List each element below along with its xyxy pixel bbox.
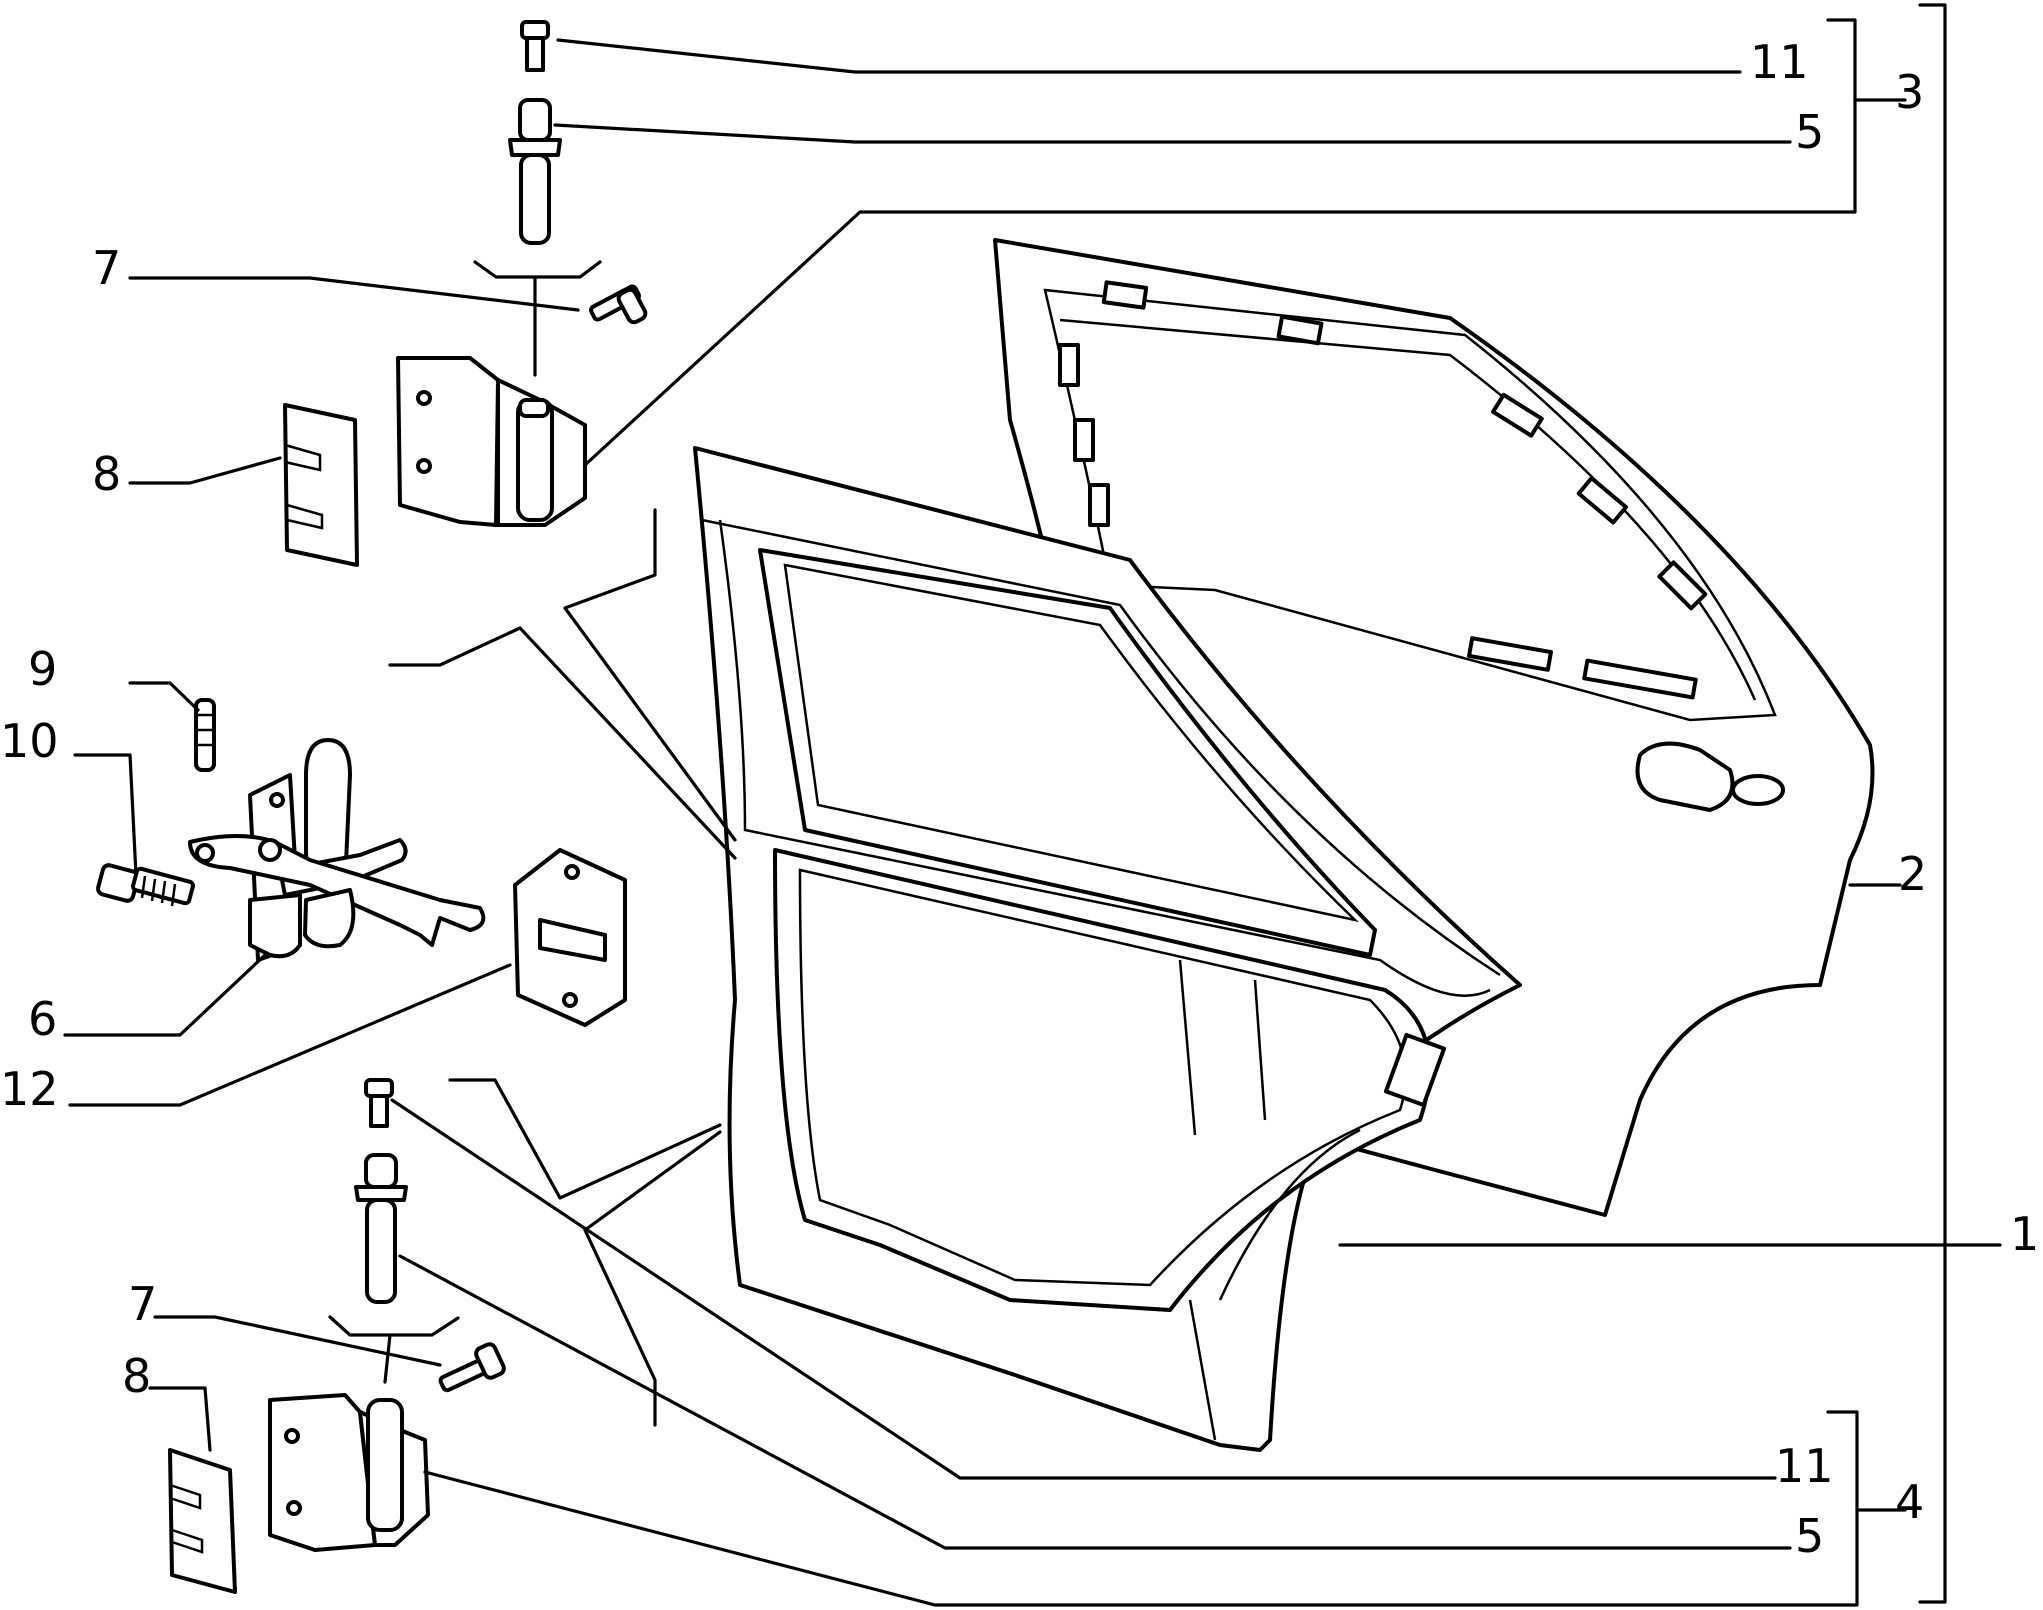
leader-11-top: [556, 38, 1742, 74]
leader-5-bot: [398, 1254, 1792, 1550]
bushing-9: [194, 698, 216, 772]
top-hinge-plate-8: [283, 403, 359, 567]
leader-7-top: [128, 276, 580, 312]
callout-1: 1: [2010, 1207, 2039, 1261]
callout-7-bot: 7: [128, 1277, 157, 1331]
striker-plate-12: [513, 848, 627, 1027]
inner-door-frame: [693, 446, 1522, 1452]
leader-5-top: [553, 123, 1792, 144]
callout-5-bot: 5: [1795, 1509, 1824, 1563]
leader-8-top: [128, 456, 282, 485]
callout-3: 3: [1895, 65, 1924, 119]
leader-11-bot: [390, 1098, 1777, 1480]
bottom-hinge-plate-8: [168, 1448, 237, 1594]
bottom-hinge-pin-5: [354, 1153, 408, 1304]
bottom-hinge-axis-line: [383, 1333, 392, 1384]
top-hinge-pin-5: [508, 98, 562, 245]
callout-8-top: 8: [92, 447, 121, 501]
callout-5-top: 5: [1795, 105, 1824, 159]
callout-11-bot: 11: [1775, 1439, 1834, 1493]
outer-group-bracket: [1918, 3, 1947, 1604]
top-hinge-screw-7: [589, 284, 648, 325]
bottom-hinge-screw-7: [438, 1342, 506, 1393]
leader-9: [128, 681, 200, 712]
callout-4: 4: [1895, 1475, 1924, 1529]
callout-12: 12: [0, 1062, 59, 1116]
leader-7-bot: [153, 1315, 442, 1367]
callout-11-top: 11: [1750, 35, 1809, 89]
top-hinge-bolt-11: [520, 20, 550, 72]
bottom-hinge-bracket: [268, 1393, 430, 1552]
callout-8-bot: 8: [122, 1349, 151, 1403]
leader-12: [68, 963, 512, 1107]
callout-7-top: 7: [92, 241, 121, 295]
callout-10: 10: [0, 714, 59, 768]
leader-8-bot: [148, 1386, 212, 1452]
check-strap-6: [188, 738, 486, 962]
leader-4-bracket: [423, 1410, 1859, 1607]
top-hinge-bracket: [396, 356, 587, 527]
bottom-hinge-axis-guide: [328, 1315, 460, 1337]
bolt-10: [96, 863, 195, 907]
leader-10: [73, 753, 138, 877]
leader-6: [63, 953, 267, 1037]
callout-labels: 11 5 3 7 8 9 10 6 12 2 1 7 8 11 5 4: [0, 35, 2039, 1563]
leader-lines: [63, 3, 2002, 1607]
callout-9: 9: [28, 642, 57, 696]
leader-3-bracket: [583, 18, 1857, 467]
callout-2: 2: [1898, 847, 1927, 901]
callout-6: 6: [28, 992, 57, 1046]
top-hinge-axis-guide: [473, 260, 602, 279]
bottom-hinge-bolt-11: [364, 1078, 394, 1128]
assembly-guide-lines: [388, 508, 737, 1427]
